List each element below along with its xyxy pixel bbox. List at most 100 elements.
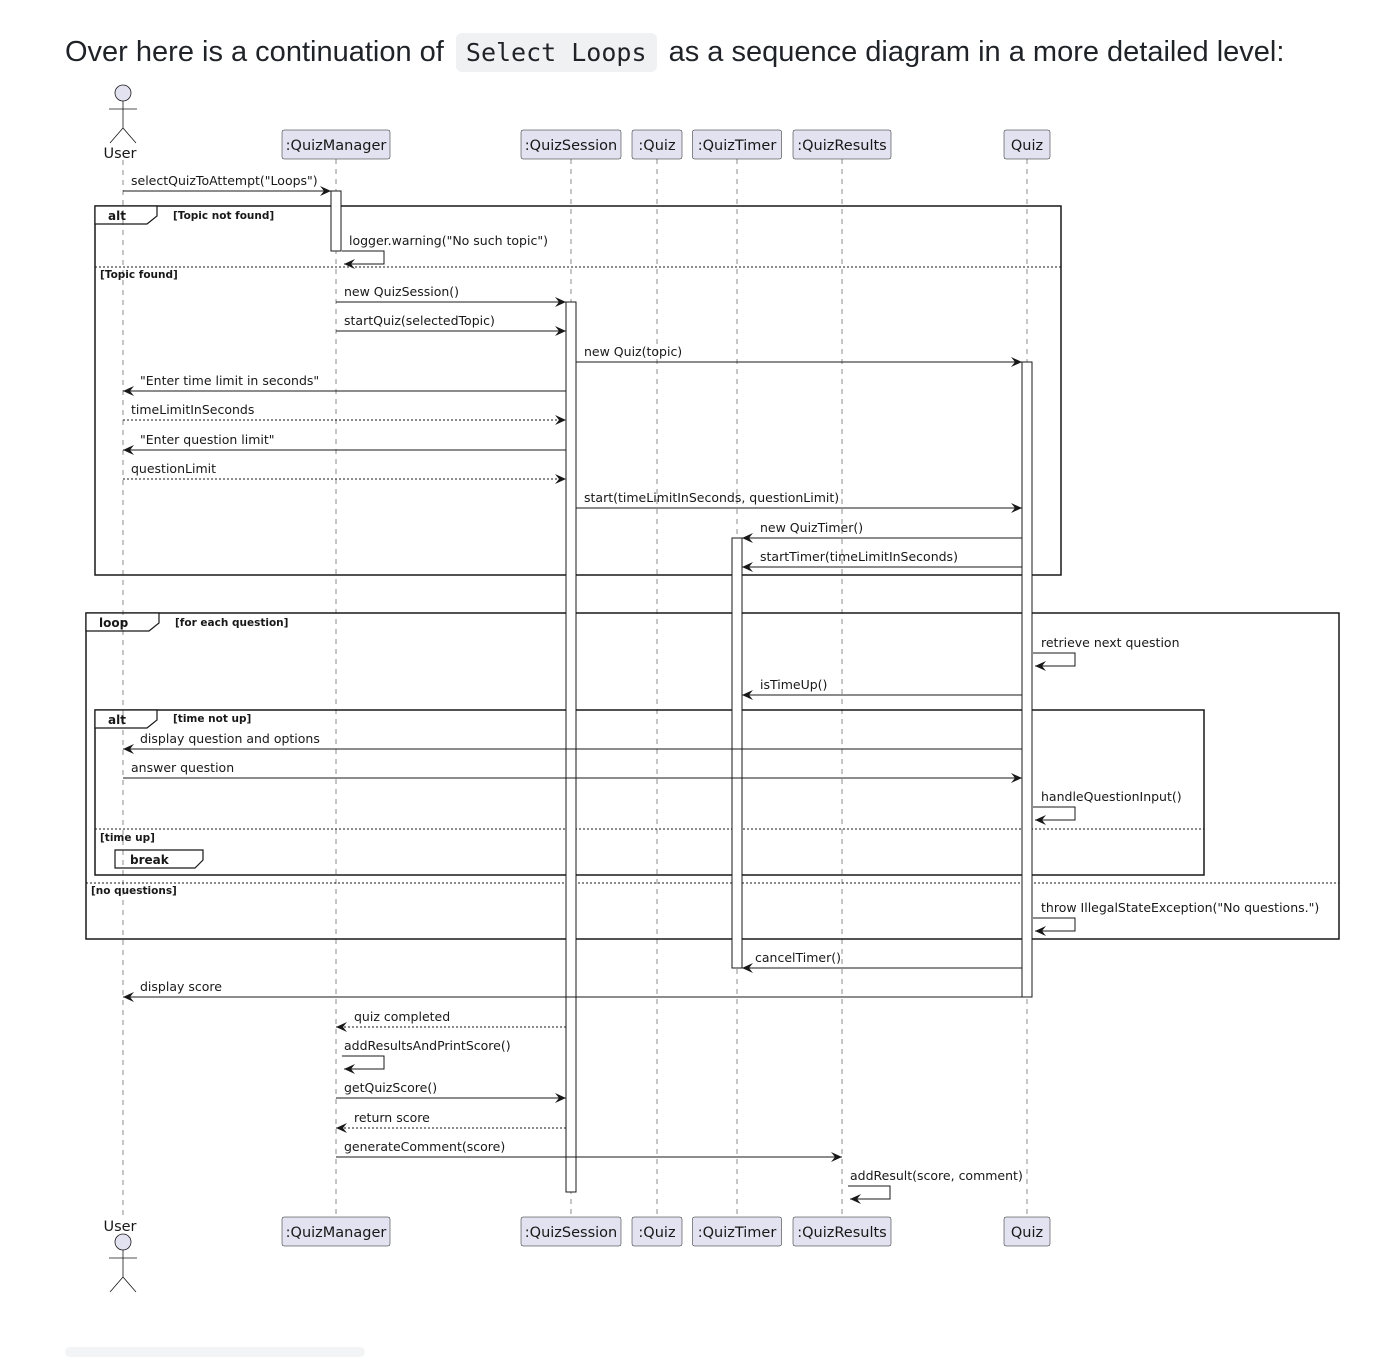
participant-box	[631, 1216, 683, 1247]
participant-qt-bottom: :QuizTimer	[692, 1216, 782, 1247]
guard-for-each-question: [for each question]	[175, 617, 288, 629]
loop-frame-questions-tab	[85, 612, 160, 632]
message-8: "Enter question limit"	[123, 432, 566, 455]
participant-label: :QuizResults	[797, 138, 887, 154]
message-1: selectQuizToAttempt("Loops")	[123, 173, 331, 196]
message-11: new QuizTimer()	[742, 520, 1022, 543]
intro-code: Select Loops	[455, 33, 657, 72]
participant-qs-top: :QuizSession	[520, 129, 622, 160]
message-2: logger.warning("No such topic")	[342, 233, 548, 269]
message-10-label: start(timeLimitInSeconds, questionLimit)	[584, 490, 839, 505]
footer-scroll-bar	[65, 1347, 365, 1357]
loop-frame-questions-title: loop	[99, 616, 129, 630]
actor-head-icon	[114, 1233, 132, 1251]
message-14: isTimeUp()	[742, 677, 1022, 700]
message-1-label: selectQuizToAttempt("Loops")	[131, 173, 318, 188]
message-16-label: answer question	[131, 760, 234, 775]
participant-label: :QuizManager	[286, 138, 387, 154]
message-18-label: throw IllegalStateException("No question…	[1041, 900, 1319, 915]
message-19: cancelTimer()	[742, 950, 1022, 973]
guard-time-up: [time up]	[100, 832, 155, 844]
participant-label: Quiz	[1011, 138, 1043, 154]
message-17-arrow	[1033, 806, 1076, 825]
intro-prefix: Over here is a continuation of	[65, 36, 444, 68]
message-11-label: new QuizTimer()	[760, 520, 863, 535]
participant-qm-top: :QuizManager	[281, 129, 391, 160]
alt-frame-time: alt [time not up] [time up]	[94, 709, 1205, 876]
message-6: "Enter time limit in seconds"	[123, 373, 566, 396]
message-5: new Quiz(topic)	[576, 344, 1022, 367]
guard-no-questions: [no questions]	[91, 885, 177, 897]
participant-qr-top: :QuizResults	[792, 129, 892, 160]
participant-qr-bottom: :QuizResults	[792, 1216, 892, 1247]
participant-quiz-bottom: Quiz	[1003, 1216, 1051, 1247]
message-13: retrieve next question	[1033, 635, 1180, 671]
message-23-label: getQuizScore()	[344, 1080, 437, 1095]
participant-label: :Quiz	[638, 138, 675, 154]
participant-box	[1003, 129, 1051, 160]
loop-frame-questions-border	[85, 612, 1340, 940]
participant-box	[792, 129, 892, 160]
break-title: break	[130, 853, 170, 867]
participant-label: :QuizSession	[525, 138, 617, 154]
message-3: new QuizSession()	[336, 284, 566, 307]
participant-label: :QuizTimer	[698, 1225, 777, 1241]
message-12-label: startTimer(timeLimitInSeconds)	[760, 549, 958, 564]
actor-body-icon	[109, 101, 137, 144]
alt-frame-topic: alt[Topic not found][Topic found]	[94, 205, 1062, 576]
break-frame: break	[114, 849, 204, 869]
alt-frame-topic-tab	[94, 205, 158, 225]
message-19-label: cancelTimer()	[755, 950, 841, 965]
message-15: display question and options	[123, 731, 1022, 754]
message-10: start(timeLimitInSeconds, questionLimit)	[576, 490, 1022, 513]
participant-label: :QuizSession	[525, 1225, 617, 1241]
participant-box	[1003, 1216, 1051, 1247]
message-22-arrow	[342, 1055, 385, 1074]
participant-quizc-top: :Quiz	[631, 129, 683, 160]
message-16: answer question	[123, 760, 1022, 783]
message-5-label: new Quiz(topic)	[584, 344, 682, 359]
activation-quiz	[1021, 361, 1033, 998]
participant-box	[520, 1216, 622, 1247]
participant-qm-bottom: :QuizManager	[281, 1216, 391, 1247]
participant-box	[281, 129, 391, 160]
message-18-arrow	[1033, 917, 1076, 936]
actor-user-top: User	[103, 84, 137, 162]
message-24: return score	[336, 1110, 566, 1133]
participant-label: :QuizManager	[286, 1225, 387, 1241]
message-22: addResultsAndPrintScore()	[342, 1038, 511, 1074]
message-2-arrow	[342, 250, 385, 269]
intro-suffix: as a sequence diagram in a more detailed…	[668, 36, 1285, 68]
participant-box	[692, 129, 782, 160]
participant-quiz-top: Quiz	[1003, 129, 1051, 160]
alt-frame-topic-border	[94, 205, 1062, 576]
participant-label: :QuizTimer	[698, 138, 777, 154]
message-21-label: quiz completed	[354, 1009, 450, 1024]
message-13-label: retrieve next question	[1041, 635, 1180, 650]
alt-frame-time-border	[94, 709, 1205, 876]
participant-label: Quiz	[1011, 1225, 1043, 1241]
alt-frame-time-title: alt	[108, 713, 126, 727]
message-26-label: addResult(score, comment)	[850, 1168, 1023, 1183]
activation-qm	[330, 190, 342, 252]
alt-frame-time-tab	[94, 709, 158, 729]
message-2-label: logger.warning("No such topic")	[349, 233, 548, 248]
message-24-label: return score	[354, 1110, 430, 1125]
participant-box	[631, 129, 683, 160]
guard-topic-found: [Topic found]	[100, 269, 178, 281]
guard-time-not-up: [time not up]	[173, 713, 251, 725]
loop-frame-questions: loop [for each question] [no questions]	[85, 612, 1340, 940]
participant-label: :Quiz	[638, 1225, 675, 1241]
guard-topic-not-found: [Topic not found]	[173, 210, 274, 222]
break-tab	[114, 849, 204, 869]
message-7-label: timeLimitInSeconds	[131, 402, 254, 417]
actor-body-icon	[109, 1250, 137, 1293]
message-7: timeLimitInSeconds	[123, 402, 566, 425]
message-17-label: handleQuestionInput()	[1041, 789, 1182, 804]
activation-qs	[565, 301, 577, 1193]
message-21: quiz completed	[336, 1009, 566, 1032]
actor-user-bottom: User	[103, 1219, 137, 1293]
message-8-label: "Enter question limit"	[140, 432, 275, 447]
actor-head-icon	[114, 84, 132, 102]
